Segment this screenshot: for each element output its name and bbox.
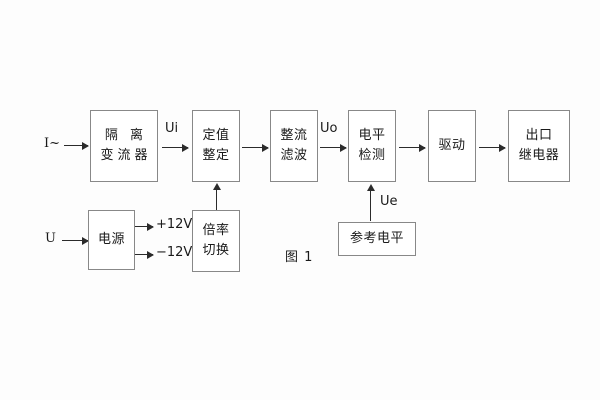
block-power-supply: 电源 (88, 210, 135, 270)
block-rectify-filter-line-2: 滤波 (280, 148, 308, 163)
block-output-relay-line-1: 出口 (525, 127, 553, 143)
arrow-supply-positive (135, 222, 154, 231)
block-isolation-ct-line-1: 隔 离 (104, 127, 148, 143)
block-ratio-switch-line-1: 倍率 (202, 222, 230, 238)
block-drive: 驱动 (428, 110, 476, 182)
arrow-drive-to-output-relay (479, 143, 506, 152)
block-isolation-ct-line-2: 变流器 (100, 148, 152, 163)
supply-positive-label: +12V (156, 217, 193, 232)
block-rectify-filter-line-1: 整流 (280, 127, 308, 143)
block-ratio-switch: 倍率 切换 (192, 210, 240, 272)
arrow-setting-to-rectify (242, 143, 269, 152)
arrow-supply-negative (135, 250, 154, 259)
current-input-label: I~ (44, 136, 61, 151)
arrow-rectify-to-level-detect (320, 143, 347, 152)
arrow-voltage-to-power-supply (62, 236, 89, 245)
block-level-detect-line-2: 检测 (358, 148, 386, 163)
block-ratio-switch-line-2: 切换 (202, 243, 230, 258)
uo-label: Uo (320, 121, 338, 136)
arrow-level-detect-to-drive (399, 143, 426, 152)
arrow-ratio-switch-to-setting (212, 183, 221, 210)
block-level-detect: 电平 检测 (348, 110, 396, 182)
block-power-supply-line-1: 电源 (97, 231, 125, 247)
arrow-reference-to-level-detect (366, 184, 375, 221)
supply-negative-label: −12V (156, 245, 193, 260)
block-output-relay-line-2: 继电器 (518, 148, 560, 163)
block-reference-level: 参考电平 (338, 222, 416, 256)
block-setting-line-1: 定值 (202, 127, 230, 143)
arrow-current-to-isolation (64, 141, 89, 150)
block-drive-line-1: 驱动 (438, 137, 466, 153)
figure-caption: 图 1 (285, 250, 314, 265)
block-isolation-ct: 隔 离 变流器 (90, 110, 158, 182)
ue-label: Ue (380, 194, 398, 209)
block-output-relay: 出口 继电器 (508, 110, 570, 182)
block-setting: 定值 整定 (192, 110, 240, 182)
block-reference-level-line-1: 参考电平 (349, 230, 404, 246)
voltage-input-label: U (45, 231, 56, 246)
block-level-detect-line-1: 电平 (358, 127, 386, 143)
block-rectify-filter: 整流 滤波 (270, 110, 318, 182)
block-setting-line-2: 整定 (202, 148, 230, 163)
arrow-isolation-to-setting (162, 143, 189, 152)
ui-label: Ui (165, 121, 179, 136)
